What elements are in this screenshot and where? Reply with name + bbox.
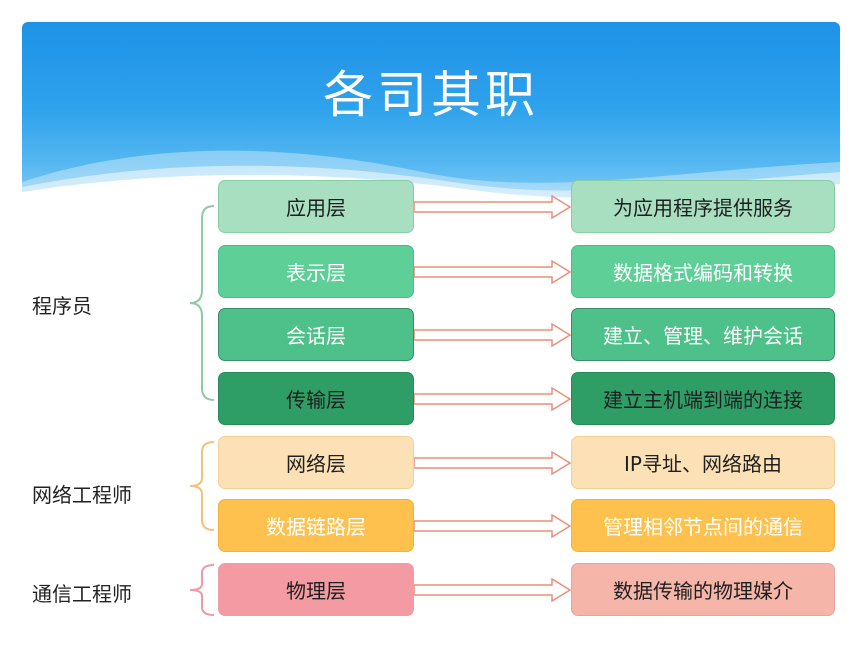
function-network: IP寻址、网络路由: [571, 436, 835, 489]
arrow-icon: [414, 578, 571, 602]
arrow-icon: [414, 514, 571, 538]
role-communication-engineer: 通信工程师: [32, 582, 132, 606]
arrow-icon: [414, 451, 571, 475]
layer-physical: 物理层: [218, 563, 414, 616]
function-application: 为应用程序提供服务: [571, 180, 835, 233]
function-transport: 建立主机端到端的连接: [571, 372, 835, 425]
role-programmer: 程序员: [32, 294, 92, 318]
brace-programmer: [189, 205, 215, 401]
arrow-icon: [414, 260, 571, 284]
function-session: 建立、管理、维护会话: [571, 308, 835, 361]
brace-communication-engineer: [189, 564, 215, 616]
arrow-icon: [414, 195, 571, 219]
function-presentation: 数据格式编码和转换: [571, 245, 835, 298]
layer-transport: 传输层: [218, 372, 414, 425]
function-physical: 数据传输的物理媒介: [571, 563, 835, 616]
function-data-link: 管理相邻节点间的通信: [571, 499, 835, 552]
layer-data-link: 数据链路层: [218, 499, 414, 552]
layer-network: 网络层: [218, 436, 414, 489]
role-network-engineer: 网络工程师: [32, 483, 132, 507]
layer-session: 会话层: [218, 308, 414, 361]
arrow-icon: [414, 323, 571, 347]
brace-network-engineer: [189, 441, 215, 531]
page-title: 各司其职: [323, 66, 539, 124]
layer-application: 应用层: [218, 180, 414, 233]
layer-presentation: 表示层: [218, 245, 414, 298]
arrow-icon: [414, 387, 571, 411]
